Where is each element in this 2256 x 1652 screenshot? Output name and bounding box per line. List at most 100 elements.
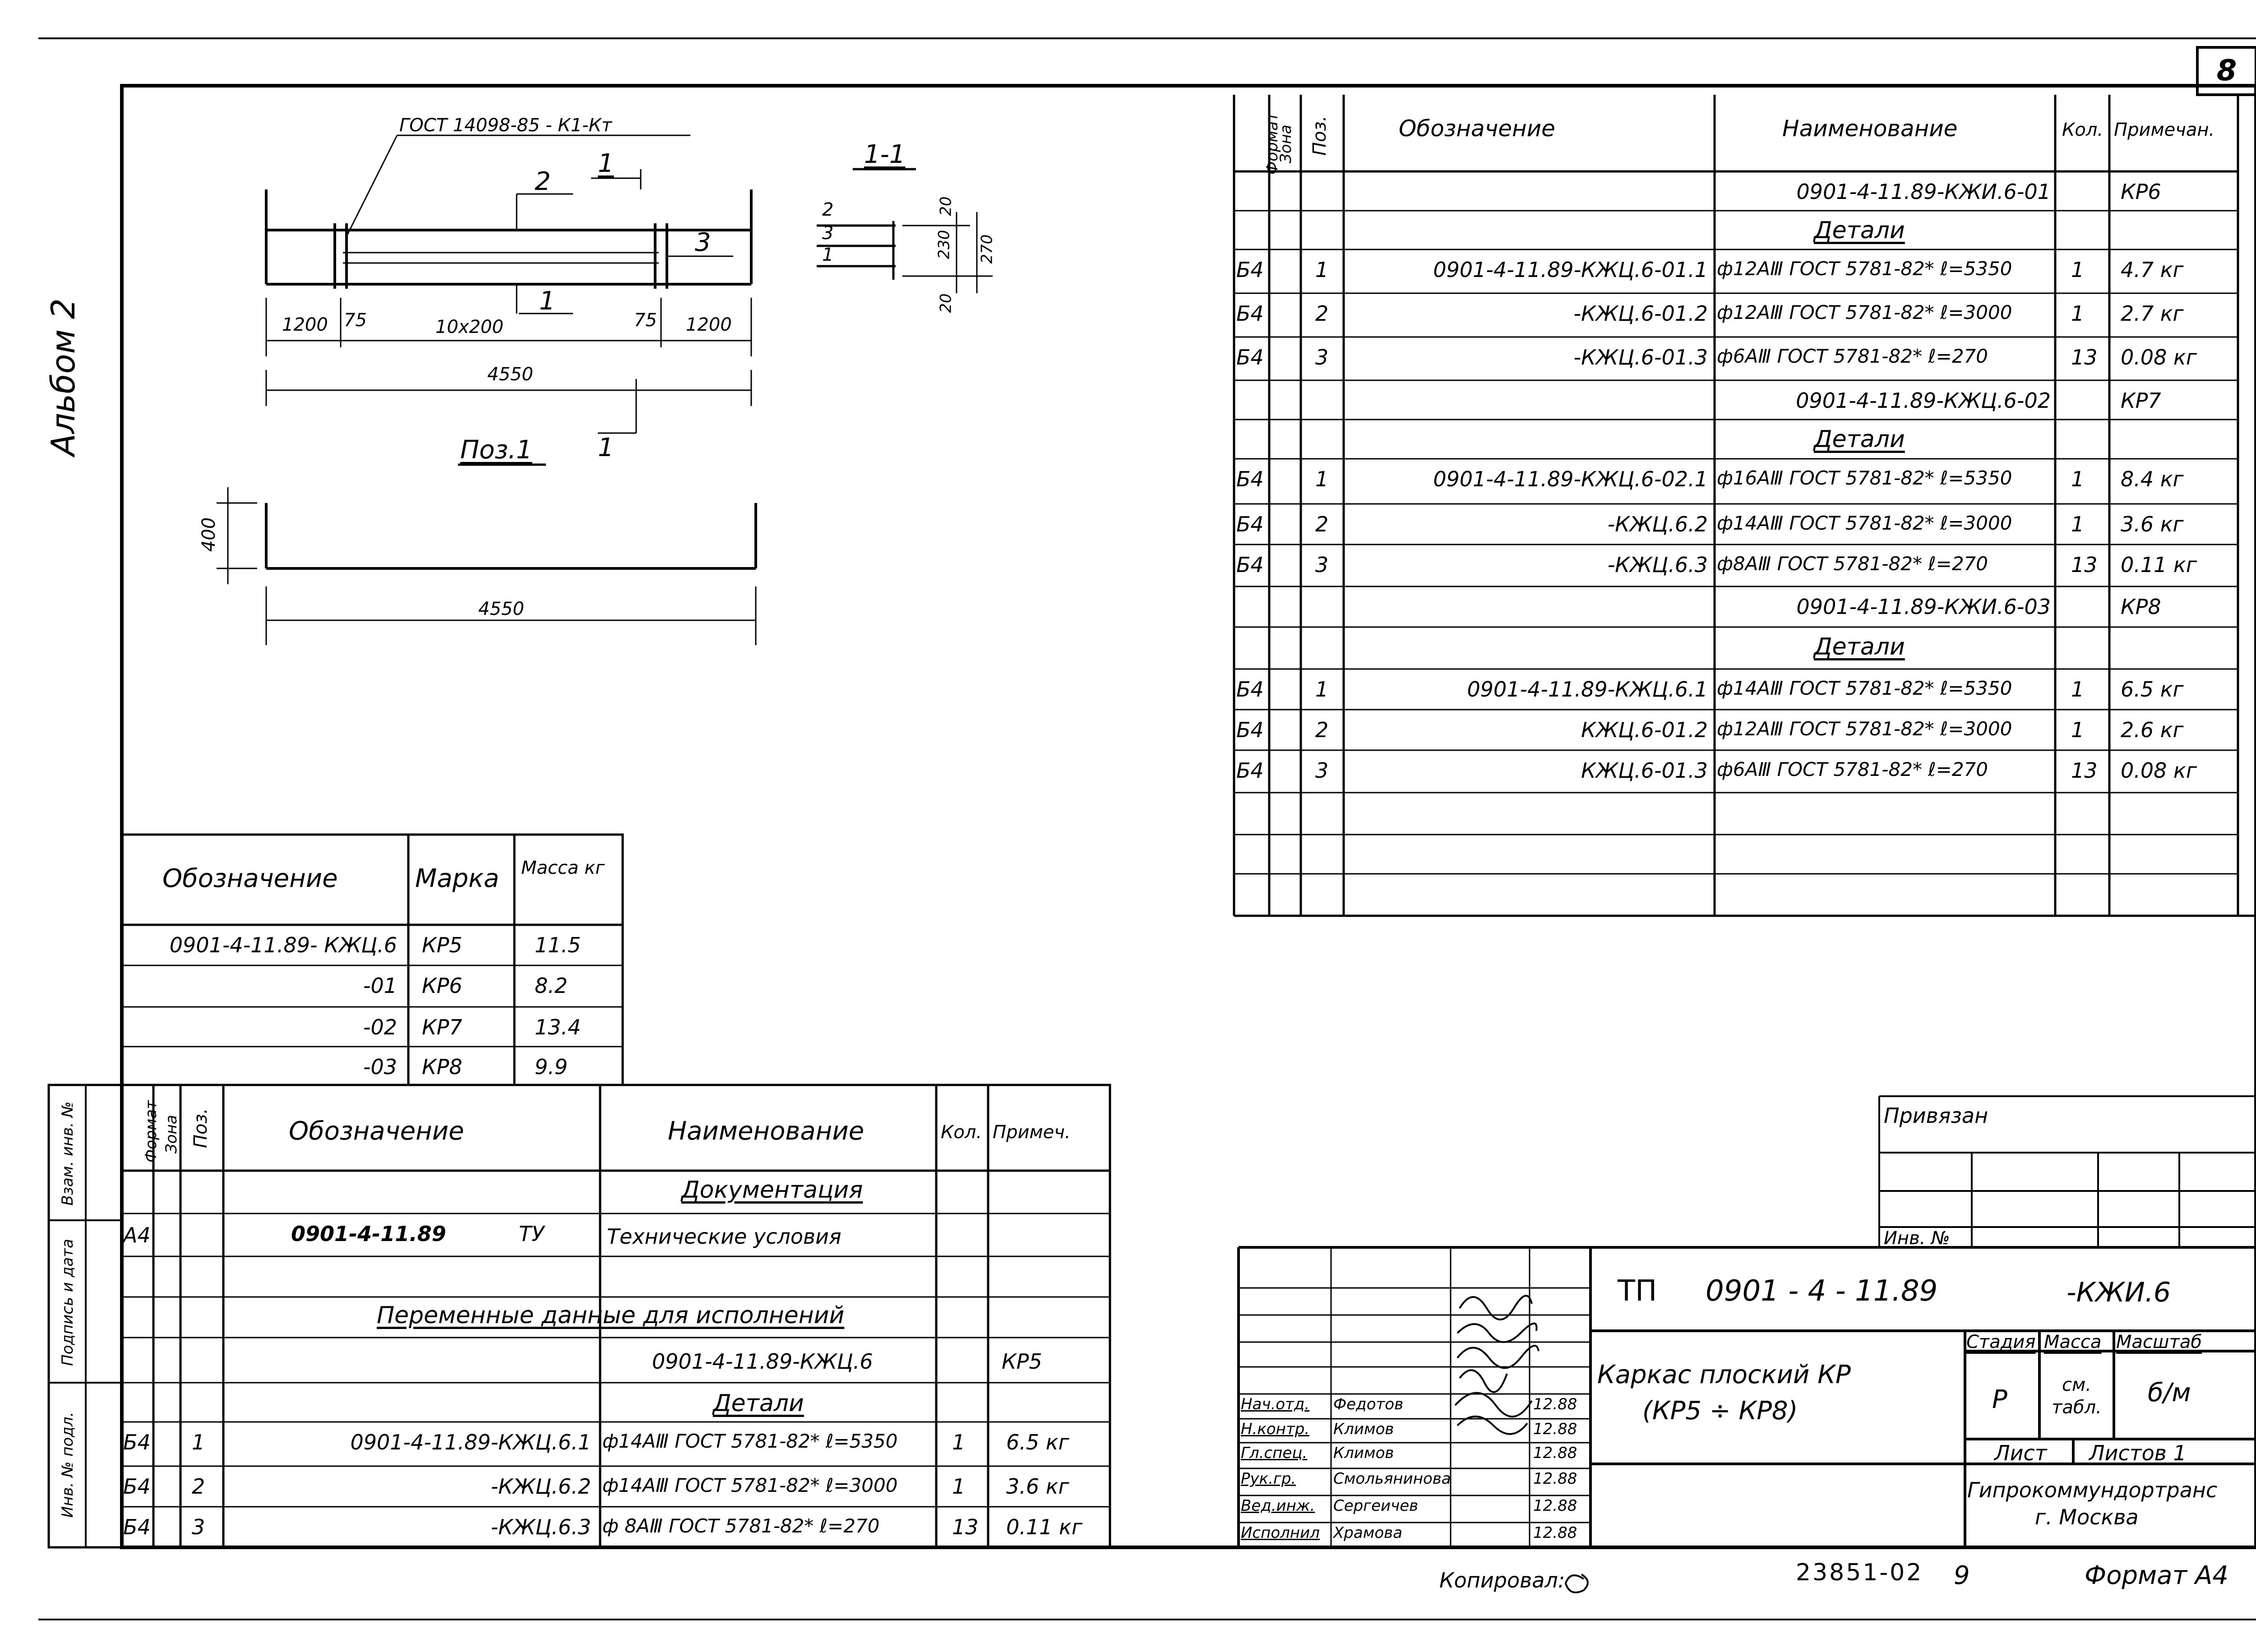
staff-date: 12.88 — [1533, 1395, 1577, 1413]
dim-total-2: 4550 — [478, 599, 524, 619]
spec-r-name: ф12АⅢ ГОСТ 5781-82* ℓ=3000 — [1717, 718, 2012, 740]
l-var-note: КР5 — [1002, 1349, 1042, 1374]
staff-date: 12.88 — [1533, 1420, 1577, 1438]
staff-name: Климов — [1333, 1420, 1394, 1438]
staff-name: Сергеичев — [1333, 1497, 1419, 1515]
section-arrow-mark: 1 — [598, 433, 614, 462]
staff-role: Вед.инж. — [1241, 1497, 1315, 1515]
tb-stage-hdr: Стадия — [1966, 1332, 2036, 1352]
album-label: Альбом 2 — [44, 298, 82, 456]
mass-value: 13.4 — [535, 1015, 581, 1039]
spec-r-note: 4.7 кг — [2121, 258, 2184, 282]
spec-r-name: ф14АⅢ ГОСТ 5781-82* ℓ=5350 — [1717, 677, 2012, 699]
staff-role: Гл.спец. — [1241, 1444, 1308, 1462]
spec-r-name: ф14АⅢ ГОСТ 5781-82* ℓ=3000 — [1717, 512, 2012, 534]
mark-1-bottom: 1 — [539, 286, 555, 316]
tb-sheet-hdr: Лист — [1994, 1441, 2047, 1465]
staff-role: Нач.отд. — [1241, 1395, 1310, 1413]
tb-tp: ТП — [1618, 1274, 1657, 1308]
dim-1200-left: 1200 — [282, 314, 328, 335]
spec-r-format: Б4 — [1236, 301, 1264, 326]
mass-code: -03 — [363, 1055, 397, 1079]
staff-name: Смольянинова — [1333, 1470, 1451, 1488]
spec-r-note: 0.11 кг — [2121, 553, 2197, 577]
sec-mark-2: 2 — [822, 199, 834, 220]
staff-date: 12.88 — [1533, 1497, 1577, 1515]
footer-format: Формат А4 — [2085, 1561, 2228, 1590]
spec-l-format: Б4 — [123, 1430, 151, 1454]
staff-role: Исполнил — [1241, 1524, 1320, 1542]
l-var-name: 0901-4-11.89-КЖЦ.6 — [652, 1349, 873, 1374]
spec-r-name: 0901-4-11.89-КЖЦ.6-02 — [1796, 388, 2051, 413]
spec-r-designation: -КЖЦ.6.2 — [1607, 512, 1708, 536]
mass-code: -01 — [363, 974, 397, 998]
mass-value: 11.5 — [535, 933, 581, 957]
spec-r-note: 0.08 кг — [2121, 345, 2197, 369]
spec-r-note: 8.4 кг — [2121, 467, 2184, 491]
tb-name-1: Каркас плоский КР — [1597, 1360, 1851, 1389]
spec-r-designation: -КЖЦ.6.3 — [1607, 553, 1708, 577]
tb-name-2: (КР5 ÷ КР8) — [1642, 1396, 1798, 1426]
spec-r-pos: 1 — [1315, 677, 1329, 701]
l-section-var: Переменные данные для исполнений — [377, 1302, 845, 1329]
spec-l-pos: 3 — [192, 1515, 205, 1539]
spec-r-note: КР7 — [2121, 388, 2161, 413]
spec-r-name: ф16АⅢ ГОСТ 5781-82* ℓ=5350 — [1717, 467, 2012, 489]
spec-r-qty: 13 — [2071, 345, 2098, 369]
footer-number: 23851-02 — [1796, 1559, 1923, 1586]
l-doc-designation: 0901-4-11.89 — [291, 1222, 446, 1246]
staff-date: 12.88 — [1533, 1444, 1577, 1462]
spec-r-pos: 1 — [1315, 467, 1329, 491]
spec-r-qty: 13 — [2071, 758, 2098, 783]
spec-r-note: 6.5 кг — [2121, 677, 2184, 701]
mass-mark: КР6 — [422, 974, 462, 998]
spec-r-format: Б4 — [1236, 258, 1264, 282]
footer-number-2: 9 — [1954, 1561, 1970, 1590]
spec-r-note: 3.6 кг — [2121, 512, 2184, 536]
spec-r-name: Детали — [1814, 426, 1905, 453]
spec-r-format: Б4 — [1236, 512, 1264, 536]
mass-mark: КР8 — [422, 1055, 462, 1079]
tb-sheets-hdr: Листов 1 — [2089, 1441, 2187, 1465]
spec-r-name: Детали — [1814, 633, 1905, 660]
spec-r-note: КР8 — [2121, 595, 2161, 619]
mark-3: 3 — [695, 228, 711, 257]
spec-r-pos: 3 — [1315, 553, 1329, 577]
spec-r-name: ф6АⅢ ГОСТ 5781-82* ℓ=270 — [1717, 758, 1988, 780]
hdr-name: Наименование — [1782, 115, 1958, 142]
mass-mark: КР7 — [422, 1015, 462, 1039]
mass-hdr-designation: Обозначение — [162, 864, 338, 893]
spec-r-name: ф8АⅢ ГОСТ 5781-82* ℓ=270 — [1717, 553, 1988, 575]
mark-1-top: 1 — [598, 149, 614, 178]
l-hdr-qty: Кол. — [941, 1122, 982, 1143]
spec-r-note: 0.08 кг — [2121, 758, 2197, 783]
mark-2: 2 — [535, 167, 551, 196]
dim-height: 400 — [199, 517, 220, 552]
tb-doc: -КЖИ.6 — [2066, 1277, 2171, 1308]
l-hdr-format: Формат — [142, 1100, 160, 1163]
spec-r-format: Б4 — [1236, 467, 1264, 491]
spec-r-qty: 1 — [2071, 718, 2085, 742]
staff-role: Н.контр. — [1241, 1420, 1310, 1438]
sec-mark-1: 1 — [822, 245, 834, 265]
spec-l-format: Б4 — [123, 1474, 151, 1499]
spec-r-designation: КЖЦ.6-01.3 — [1581, 758, 1708, 783]
hdr-qty: Кол. — [2062, 120, 2103, 140]
spec-r-designation: -КЖЦ.6-01.3 — [1573, 345, 1708, 369]
spec-l-pos: 2 — [192, 1474, 205, 1499]
spec-l-note: 0.11 кг — [1006, 1515, 1082, 1539]
spec-l-name: ф14АⅢ ГОСТ 5781-82* ℓ=5350 — [602, 1430, 898, 1452]
pos-title: Поз.1 — [460, 435, 532, 465]
mass-value: 9.9 — [535, 1055, 568, 1079]
spec-r-designation: КЖЦ.6-01.2 — [1581, 718, 1708, 742]
tb-scale: б/м — [2148, 1378, 2191, 1407]
spec-l-name: ф14АⅢ ГОСТ 5781-82* ℓ=3000 — [602, 1474, 898, 1496]
spec-r-format: Б4 — [1236, 677, 1264, 701]
tb-mass-hdr: Масса — [2044, 1332, 2102, 1352]
spec-r-note: КР6 — [2121, 180, 2161, 204]
sec-mark-3: 3 — [822, 223, 834, 244]
spec-l-qty: 1 — [952, 1430, 966, 1454]
spec-r-pos: 1 — [1315, 258, 1329, 282]
l-section-det: Детали — [713, 1390, 804, 1417]
